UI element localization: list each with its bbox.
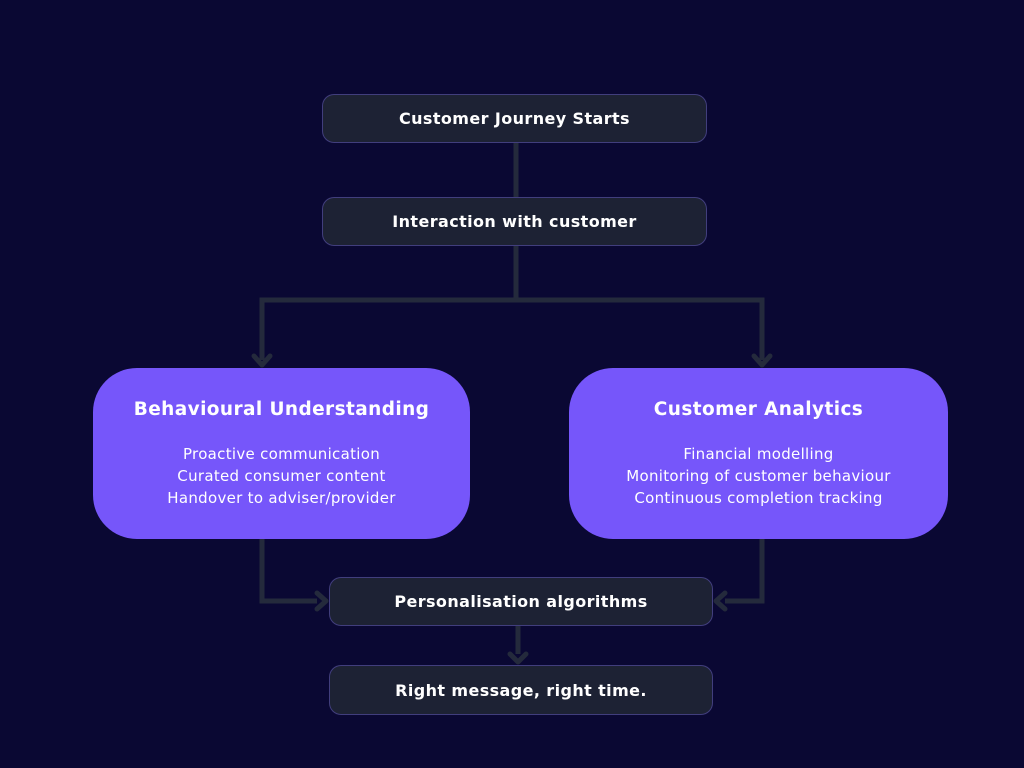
node-label: Interaction with customer bbox=[392, 212, 637, 231]
arrowhead-down-behavioural bbox=[251, 353, 273, 368]
node-item: Continuous completion tracking bbox=[634, 488, 883, 507]
node-item: Monitoring of customer behaviour bbox=[626, 466, 891, 485]
node-item-list: Proactive communication Curated consumer… bbox=[167, 443, 395, 509]
node-title: Customer Analytics bbox=[653, 398, 864, 420]
arrowhead-left-personalisation bbox=[713, 590, 728, 612]
node-label: Personalisation algorithms bbox=[394, 592, 648, 611]
node-item: Financial modelling bbox=[683, 444, 834, 463]
node-title: Behavioural Understanding bbox=[133, 398, 430, 420]
connector-analytics-to-personalisation bbox=[725, 538, 765, 604]
node-item: Curated consumer content bbox=[177, 466, 386, 485]
node-interaction-with-customer: Interaction with customer bbox=[322, 197, 707, 246]
node-customer-journey-starts: Customer Journey Starts bbox=[322, 94, 707, 143]
node-item: Proactive communication bbox=[182, 444, 381, 463]
node-right-message-right-time: Right message, right time. bbox=[329, 665, 713, 715]
connector-branch bbox=[259, 297, 765, 360]
node-item: Handover to adviser/provider bbox=[167, 488, 396, 507]
node-label: Right message, right time. bbox=[395, 680, 647, 700]
node-label: Customer Journey Starts bbox=[399, 109, 630, 128]
node-behavioural-understanding: Behavioural Understanding Proactive comm… bbox=[93, 368, 470, 539]
node-personalisation-algorithms: Personalisation algorithms bbox=[329, 577, 713, 626]
connector-behavioural-to-personalisation bbox=[259, 538, 317, 604]
arrowhead-down-outcome bbox=[507, 651, 529, 665]
node-item-list: Financial modelling Monitoring of custom… bbox=[626, 443, 891, 509]
node-customer-analytics: Customer Analytics Financial modelling M… bbox=[569, 368, 948, 539]
arrowhead-right-personalisation bbox=[314, 590, 329, 612]
arrowhead-down-analytics bbox=[751, 353, 773, 368]
